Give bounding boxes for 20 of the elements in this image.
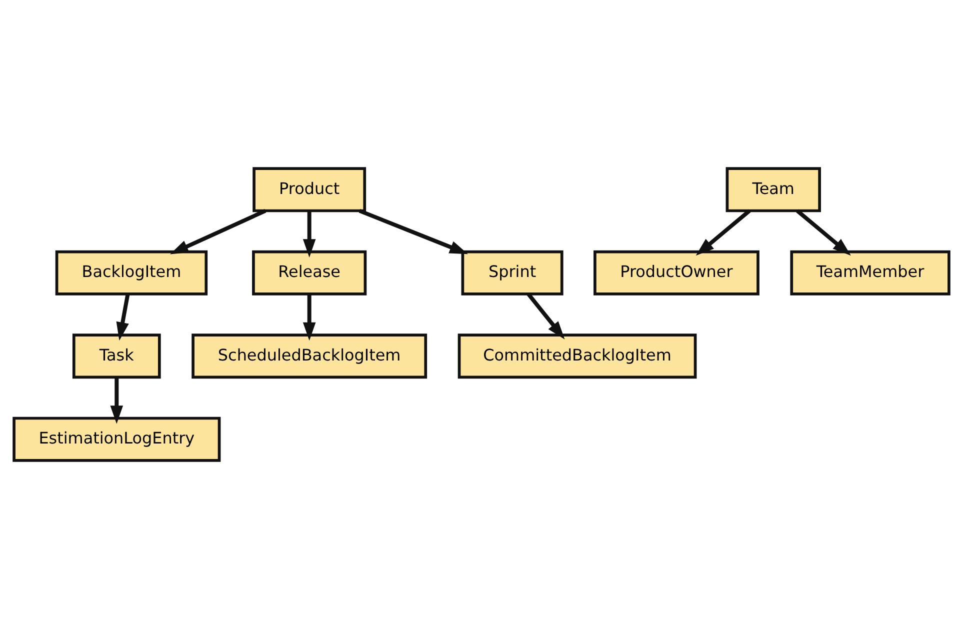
node-box: Team [726,167,821,212]
arrow [116,294,130,341]
node-box: EstimationLogEntry [12,416,221,462]
arrow [302,294,316,341]
node-box: TeamMember [790,250,950,296]
node-box: Release [252,250,367,296]
arrow [302,210,316,258]
node-box: CommittedBacklogItem [458,334,697,379]
node-box: Product [252,167,366,212]
arrow [170,208,266,254]
arrow [110,377,124,424]
arrow [696,209,751,256]
node-box: ProductOwner [594,250,760,296]
node-box: BacklogItem [55,250,208,296]
arrow [796,209,851,256]
node-box: Sprint [461,250,564,296]
arrow [526,292,565,340]
node-box: Task [72,334,161,379]
arrow [358,208,468,254]
node-box: ScheduledBacklogItem [192,334,428,379]
